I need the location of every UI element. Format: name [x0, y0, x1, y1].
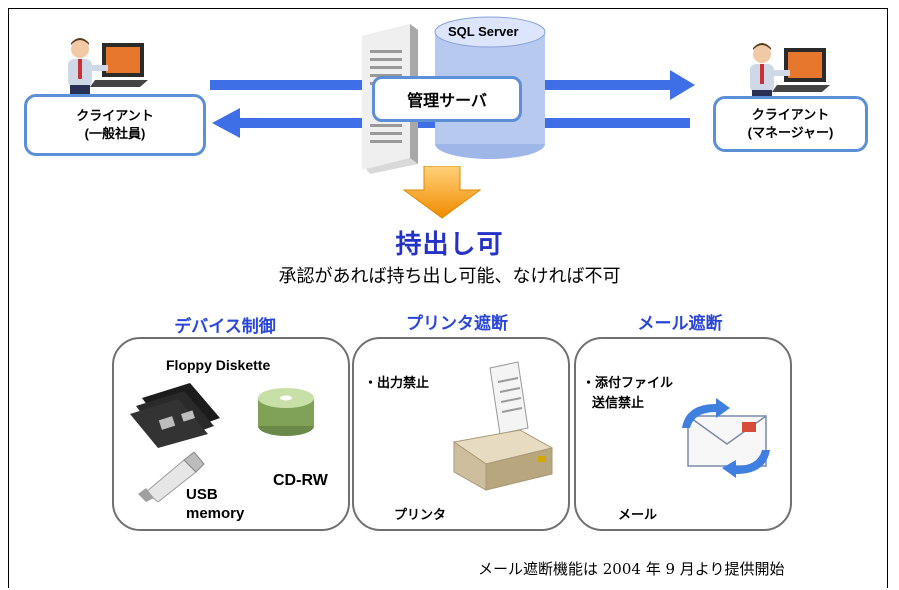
memory-label: memory — [186, 505, 245, 522]
floppy-label: Floppy Diskette — [166, 357, 271, 373]
down-arrow-icon — [402, 166, 482, 219]
client-right-line1: クライアント — [751, 107, 830, 122]
db-label: SQL Server — [448, 24, 519, 39]
client-left-line2: (一般社員) — [84, 126, 146, 141]
printer-caption: プリンタ — [394, 507, 447, 522]
subtitle: 承認があれば持ち出し可能、なければ不可 — [278, 266, 621, 286]
category-title-mail: メール遮断 — [637, 314, 723, 333]
printer-bullet: ・出力禁止 — [364, 375, 430, 390]
mail-bullet-line1: ・添付ファイル — [582, 375, 674, 390]
floppy-disk-icon — [130, 383, 220, 448]
client-right-line2: (マネージャー) — [747, 125, 834, 140]
usb-label: USB — [186, 486, 218, 503]
main-title: 持出し可 — [395, 229, 504, 259]
category-title-printer: プリンタ遮断 — [406, 314, 508, 333]
server-label: 管理サーバ — [372, 76, 522, 122]
footnote: メール遮断機能は 2004 年 9 月より提供開始 — [478, 560, 785, 578]
mail-envelope-icon — [682, 398, 770, 478]
client-left-box: クライアント (一般社員) — [24, 94, 206, 156]
category-title-device: デバイス制御 — [174, 317, 276, 336]
client-right-box: クライアント (マネージャー) — [713, 96, 868, 152]
diagram-frame — [8, 8, 888, 588]
cd-icon — [258, 388, 314, 436]
cdrw-label: CD-RW — [273, 472, 328, 489]
mail-bullet-line2: 送信禁止 — [592, 395, 645, 410]
printer-panel — [352, 337, 570, 531]
printer-icon — [452, 361, 554, 491]
client-left-line1: クライアント — [76, 108, 154, 123]
person-computer-icon — [68, 38, 148, 99]
usb-memory-icon — [138, 452, 205, 502]
mail-caption: メール — [618, 507, 658, 522]
